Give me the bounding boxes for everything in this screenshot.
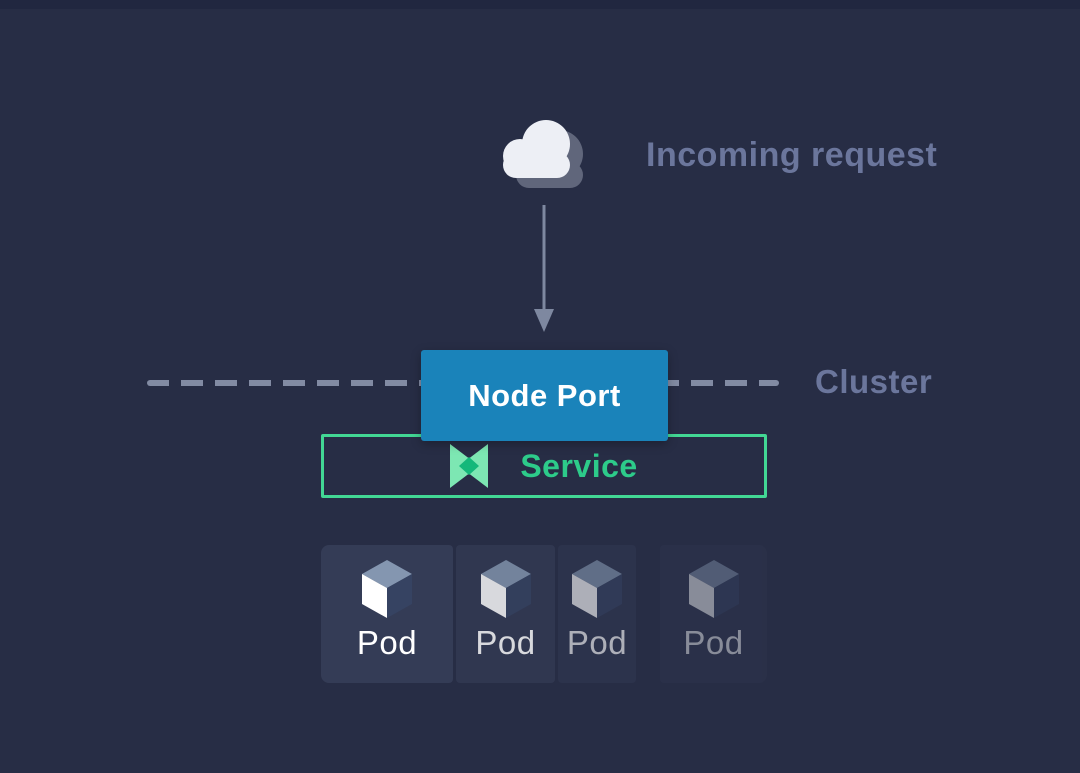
- pod-tile: Pod: [660, 545, 767, 683]
- cloud-icon: [494, 114, 598, 194]
- service-label: Service: [520, 447, 638, 484]
- cube-icon: [358, 558, 416, 620]
- pod-tile: Pod: [558, 545, 636, 683]
- incoming-request-label: Incoming request: [646, 136, 938, 174]
- node-port-box: Node Port: [421, 350, 668, 441]
- cube-icon: [477, 558, 535, 620]
- cube-icon: [568, 558, 626, 620]
- pod-label: Pod: [356, 624, 418, 661]
- arrow-down-icon: [528, 203, 560, 335]
- pod-label: Pod: [566, 624, 628, 661]
- pod-label: Pod: [475, 624, 536, 661]
- pod-tile: Pod: [321, 545, 453, 683]
- service-bowtie-icon: [450, 444, 489, 488]
- node-port-label: Node Port: [468, 377, 621, 413]
- pod-label: Pod: [683, 624, 744, 661]
- pod-tile: Pod: [456, 545, 555, 683]
- service-box: Service: [321, 434, 767, 498]
- cluster-label: Cluster: [815, 363, 933, 400]
- cube-icon: [685, 558, 743, 620]
